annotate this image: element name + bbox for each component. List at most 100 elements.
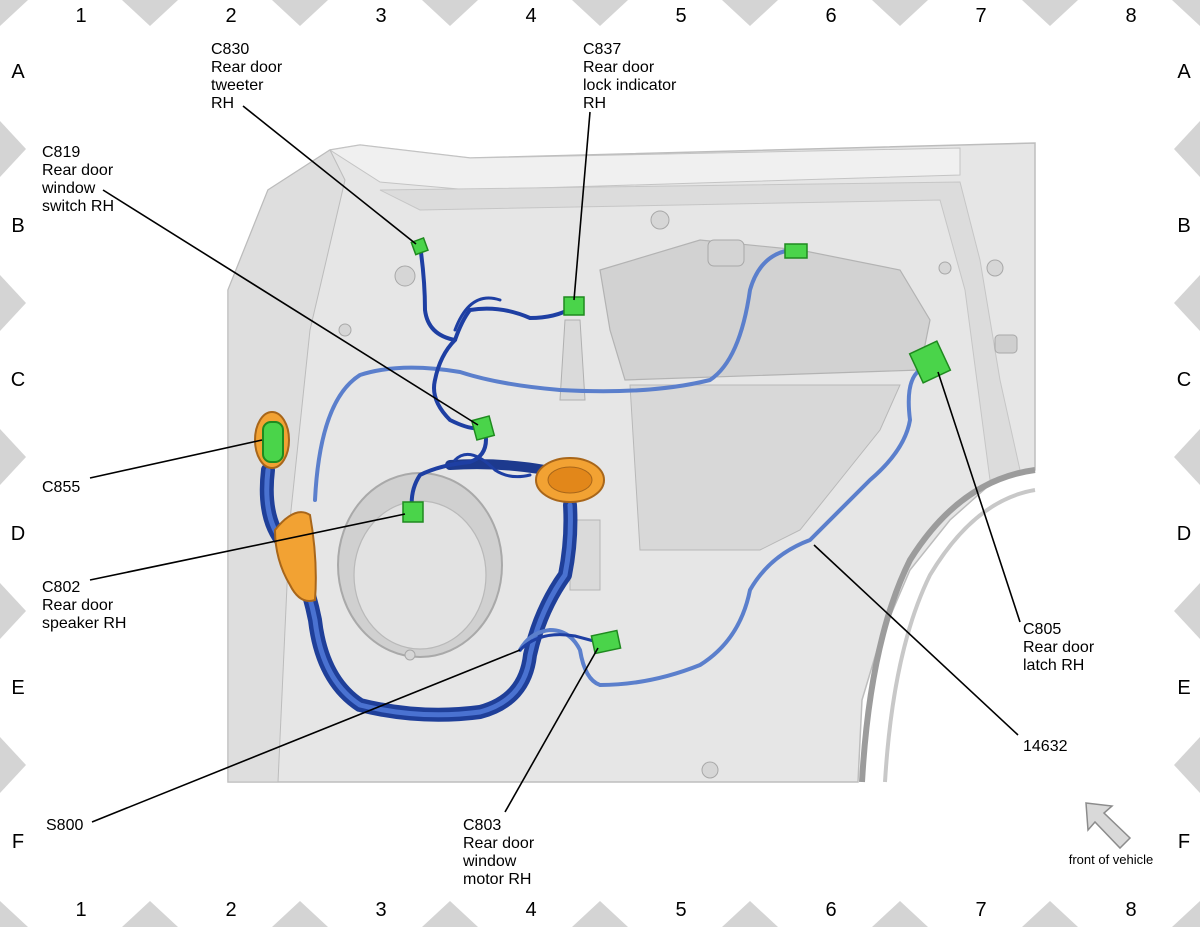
svg-text:Rear door: Rear door [211,59,283,76]
grid-row-label: C [11,369,25,391]
grid-row-label: B [11,215,24,237]
grid-column-labels-top: 1 2 3 4 5 6 7 8 [75,5,1136,27]
frame-triangle [0,901,28,927]
grid-col-label: 8 [1125,5,1136,27]
grid-col-label: 2 [225,899,236,921]
grid-col-label: 5 [675,899,686,921]
grid-col-label: 1 [75,5,86,27]
frame-triangle [422,901,478,927]
grid-row-label: C [1177,369,1191,391]
front-of-vehicle-arrow-icon [1085,802,1132,850]
connector-unlabeled [784,243,808,259]
connector-c830 [410,237,429,256]
svg-text:C802: C802 [42,579,80,596]
grid-col-label: 6 [825,899,836,921]
grid-row-label: F [1178,831,1190,853]
grid-col-label: 3 [375,899,386,921]
frame-triangle [1174,275,1200,331]
frame-triangle [872,0,928,26]
frame-triangle [0,737,26,793]
svg-text:C803: C803 [463,817,501,834]
frame-triangle [122,901,178,927]
frame-triangle [1174,121,1200,177]
grid-row-label: E [1177,677,1190,699]
frame-triangle [0,121,26,177]
grid-col-label: 2 [225,5,236,27]
svg-text:Rear door: Rear door [42,597,114,614]
svg-text:speaker RH: speaker RH [42,615,126,632]
leader-s800 [91,649,521,823]
frame-triangle [1022,0,1078,26]
callout-c803: C803 Rear door window motor RH [462,817,535,888]
frame-triangle [872,901,928,927]
grid-row-label: F [12,831,24,853]
grid-col-label: 3 [375,5,386,27]
frame-triangle [572,901,628,927]
frame-triangle [422,0,478,26]
frame-triangle [272,0,328,26]
svg-text:C837: C837 [583,41,621,58]
callout-c837: C837 Rear door lock indicator RH [583,41,677,112]
grid-row-labels-right: A B C D E F [1177,61,1192,853]
leader-lines [89,105,1021,823]
frame-triangle [0,275,26,331]
connector-c855 [262,421,284,463]
connector-c805 [908,340,952,384]
grid-col-label: 4 [525,899,536,921]
svg-text:C830: C830 [211,41,249,58]
callout-14632: 14632 [1023,738,1068,755]
connector-c819 [470,415,496,441]
grid-col-label: 7 [975,899,986,921]
svg-text:latch RH: latch RH [1023,657,1084,674]
grid-row-label: A [11,61,25,83]
svg-text:C805: C805 [1023,621,1061,638]
svg-text:switch RH: switch RH [42,198,114,215]
svg-text:window: window [462,853,517,870]
leader-c837 [573,111,591,301]
frame-triangle [572,0,628,26]
grid-col-label: 7 [975,5,986,27]
connector-c802 [402,501,424,523]
svg-text:tweeter: tweeter [211,77,264,94]
frame-triangle [0,583,26,639]
connector-c803 [590,629,622,655]
frame-triangle [1172,0,1200,26]
svg-text:Rear door: Rear door [1023,639,1095,656]
door-panel [227,142,1036,783]
grid-row-label: D [1177,523,1191,545]
grid-row-labels-left: A B C D E F [11,61,26,853]
svg-text:motor RH: motor RH [463,871,531,888]
callout-c802: C802 Rear door speaker RH [42,579,126,632]
grid-col-label: 1 [75,899,86,921]
leader-14632 [813,544,1019,736]
leader-c830 [242,105,417,245]
callout-c855: C855 [42,479,80,496]
connectors [262,237,952,655]
svg-text:window: window [41,180,96,197]
leader-c805 [937,371,1021,623]
grid-row-label: A [1177,61,1191,83]
grid-row-label: E [11,677,24,699]
grid-column-labels-bottom: 1 2 3 4 5 6 7 8 [75,899,1136,921]
svg-text:C855: C855 [42,479,80,496]
grid-col-label: 6 [825,5,836,27]
svg-text:RH: RH [583,95,606,112]
svg-text:Rear door: Rear door [463,835,535,852]
callout-c819: C819 Rear door window switch RH [41,144,114,215]
callout-c805: C805 Rear door latch RH [1023,621,1095,674]
leader-c803 [504,647,599,813]
frame-triangle [122,0,178,26]
svg-text:C819: C819 [42,144,80,161]
frame-triangle [1022,901,1078,927]
frame-triangle [0,0,28,26]
svg-text:Rear door: Rear door [583,59,655,76]
frame-triangle [1174,737,1200,793]
grid-col-label: 5 [675,5,686,27]
frame-triangle [272,901,328,927]
grid-row-label: D [11,523,25,545]
svg-text:14632: 14632 [1023,738,1068,755]
leader-c819 [102,189,479,426]
